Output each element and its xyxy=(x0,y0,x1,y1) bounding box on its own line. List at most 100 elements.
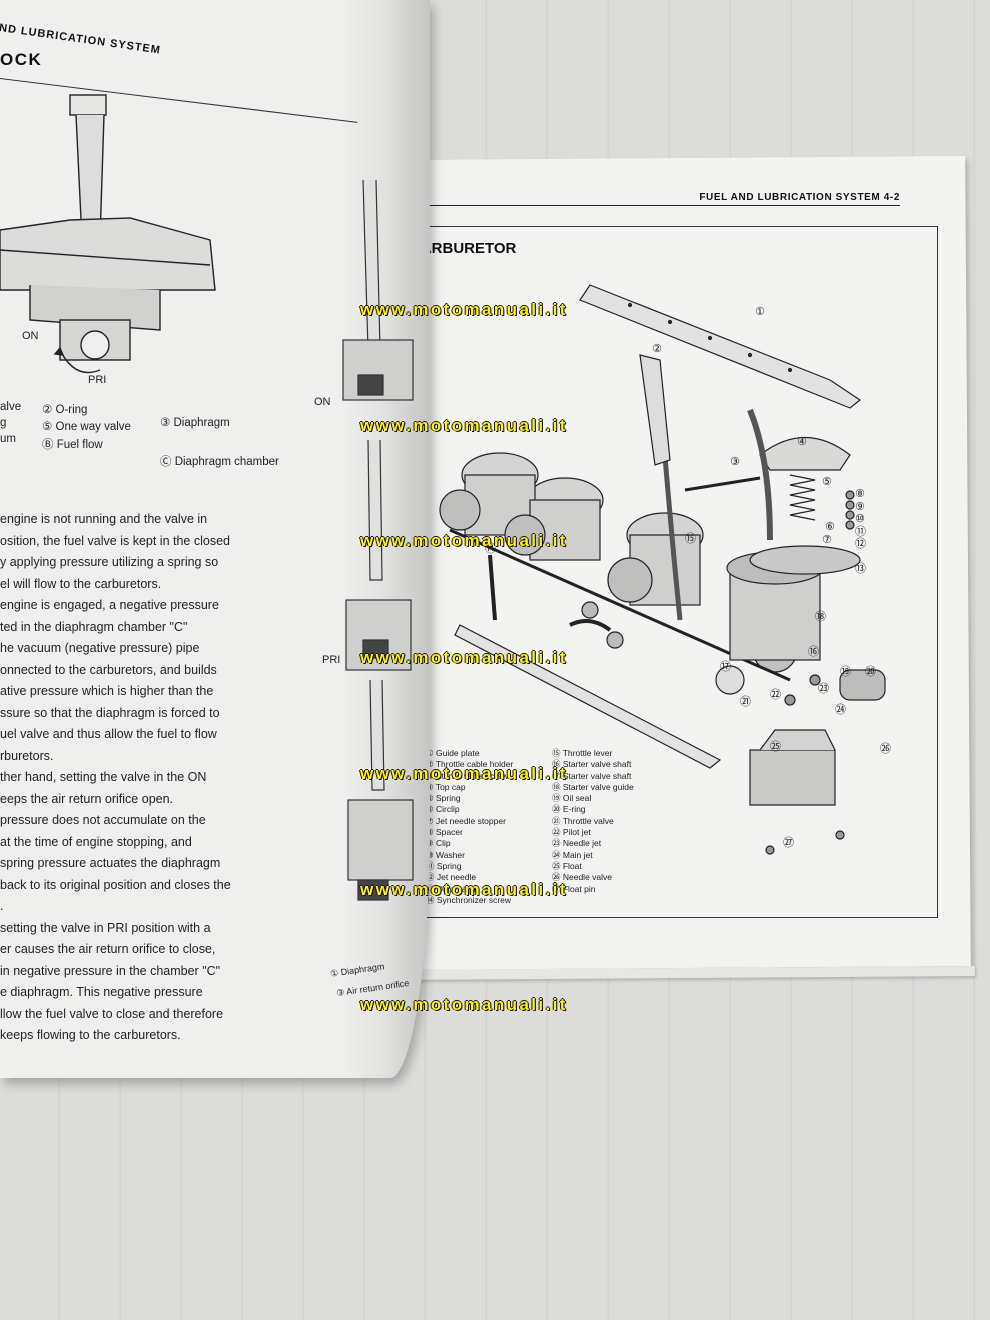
list-item: ⑯ Starter valve shaft xyxy=(552,759,632,770)
list-item: ③ Starter valve screw xyxy=(426,770,509,781)
watermark: www.motomanuali.it xyxy=(360,764,568,783)
list-item: ② Throttle cable holder xyxy=(426,759,514,770)
text-line: er causes the air return orifice to clos… xyxy=(0,942,216,956)
callout-13: ⑬ xyxy=(855,562,866,575)
callout-18: ⑱ xyxy=(815,610,826,623)
legend-item: um xyxy=(0,433,16,445)
right-page-header: FUEL AND LUBRICATION SYSTEM 4-2 xyxy=(699,192,900,203)
list-item: ㉔ Main jet xyxy=(552,849,593,860)
callout-23: ㉓ xyxy=(818,682,829,695)
list-item: ㉗ Float pin xyxy=(552,883,596,894)
text-line: he vacuum (negative pressure) pipe xyxy=(0,641,200,655)
left-page: ND LUBRICATION SYSTEM OCK ON PRI alve ② … xyxy=(0,0,430,1078)
list-item: ⑫ Jet needle xyxy=(426,872,477,883)
watermark: www.motomanuali.it xyxy=(360,531,568,550)
text-line: back to its original position and closes… xyxy=(0,877,231,892)
text-line: . xyxy=(0,899,4,913)
text-line: ted in the diaphragm chamber "C" xyxy=(0,619,188,634)
list-item: ⑳ E-ring xyxy=(552,804,586,815)
callout-20: ⑳ xyxy=(865,665,876,678)
text-line: y applying pressure utilizing a spring s… xyxy=(0,555,219,569)
list-item: ⑱ Starter valve guide xyxy=(552,781,634,792)
callout-8: ⑧ xyxy=(855,487,865,500)
callout-17: ⑰ xyxy=(720,660,731,673)
text-line: el will flow to the carburetors. xyxy=(0,576,162,591)
watermark: www.motomanuali.it xyxy=(360,648,568,667)
callout-21: ㉑ xyxy=(740,695,751,708)
text-line: rburetors. xyxy=(0,748,54,763)
callout-3: ③ xyxy=(730,455,740,468)
legend-item: ③ Diaphragm xyxy=(160,417,230,429)
body-text: engine is not running and the valve in o… xyxy=(0,510,300,1048)
text-line: engine is engaged, a negative pressure xyxy=(0,598,219,612)
callout-19: ⑲ xyxy=(840,665,851,678)
text-line: ative pressure which is higher than the xyxy=(0,684,214,698)
fig-label-on-side: ON xyxy=(314,396,331,408)
callout-25: ㉕ xyxy=(770,740,781,753)
callout-26: ㉖ xyxy=(880,742,891,755)
text-line: llow the fuel valve to close and therefo… xyxy=(0,1006,224,1021)
callout-5: ⑤ xyxy=(822,475,832,488)
callout-4: ④ xyxy=(797,435,807,448)
list-item: ⑮ Throttle lever xyxy=(552,748,613,758)
list-item: ㉑ Throttle valve xyxy=(552,815,614,826)
list-item: ⑪ Spring xyxy=(426,860,462,871)
callout-1: ① xyxy=(755,305,765,318)
watermark: www.motomanuali.it xyxy=(360,880,568,899)
callout-12: ⑫ xyxy=(855,537,866,550)
fuel-cock-diagram xyxy=(0,94,216,374)
list-item: ⑥ Circlip xyxy=(426,804,460,815)
text-line: pressure does not accumulate on the xyxy=(0,813,206,827)
list-item: ⑦ Jet needle stopper xyxy=(426,815,506,826)
legend-item: alve xyxy=(0,401,22,413)
callout-24: ㉔ xyxy=(835,703,846,716)
carburetor-exploded-diagram: ① ② ③ ④ ⑤ ⑥ ⑦ ⑧ ⑨ ⑩ ⑪ ⑫ ⑬ ⑭ ⑮ ⑯ ⑰ ⑱ ⑲ ⑳ … xyxy=(439,284,891,855)
callout-14: ⑭ xyxy=(485,542,496,555)
list-item: ⑤ Spring xyxy=(426,793,461,804)
list-item: ① Guide plate xyxy=(426,748,480,758)
watermark: www.motomanuali.it xyxy=(360,416,568,435)
text-line: at the time of engine stopping, and xyxy=(0,834,192,849)
text-line: osition, the fuel valve is kept in the c… xyxy=(0,533,230,548)
text-line: uel valve and thus allow the fuel to flo… xyxy=(0,727,217,741)
callout-10: ⑩ xyxy=(855,512,865,525)
callout-7: ⑦ xyxy=(822,533,832,546)
text-line: spring pressure actuates the diaphragm xyxy=(0,856,221,870)
text-line: onnected to the carburetors, and builds xyxy=(0,662,217,677)
legend-item: Ⓑ Fuel flow xyxy=(42,439,103,451)
list-item: ⑩ Washer xyxy=(426,849,465,860)
list-item: ⑲ Oil seal xyxy=(552,793,592,804)
list-item: ㉒ Pilot jet xyxy=(552,827,591,838)
text-line: ssure so that the diaphragm is forced to xyxy=(0,705,220,720)
parts-list-col-1: ① Guide plate ② Throttle cable holder ③ … xyxy=(426,748,513,906)
fig-label-on: ON xyxy=(22,330,39,342)
list-item: ④ Top cap xyxy=(426,781,466,792)
fig-label-pri: PRI xyxy=(88,374,107,386)
callout-6: ⑥ xyxy=(825,520,835,533)
callout-22: ㉒ xyxy=(770,688,781,701)
parts-list-col-2: ⑮ Throttle lever ⑯ Starter valve shaft ⑰… xyxy=(552,748,634,895)
list-item: ㉖ Needle valve xyxy=(552,872,613,883)
text-line: engine is not running and the valve in xyxy=(0,512,208,526)
list-item: ⑭ Synchronizer screw xyxy=(426,894,512,905)
list-item: ㉕ Float xyxy=(552,860,582,871)
text-line: keeps flowing to the carburetors. xyxy=(0,1028,181,1042)
text-line: setting the valve in PRI position with a xyxy=(0,920,211,935)
legend-item: Ⓒ Diaphragm chamber xyxy=(160,456,279,468)
legend-item: ⑤ One way valve xyxy=(42,421,131,433)
list-item: ⑰ Starter valve shaft xyxy=(552,770,632,781)
valve-cutaway-diagram xyxy=(342,180,414,901)
callout-15: ⑮ xyxy=(685,532,696,545)
callout-2: ② xyxy=(652,342,662,355)
callout-16: ⑯ xyxy=(808,645,819,658)
text-line: e diaphragm. This negative pressure xyxy=(0,985,203,999)
fig-label-pri-side: PRI xyxy=(322,654,341,666)
legend-item: g xyxy=(0,417,7,429)
carburetor-title: CARBURETOR xyxy=(410,240,517,257)
text-line: in negative pressure in the chamber "C" xyxy=(0,963,221,978)
callout-27: ㉗ xyxy=(783,836,794,849)
list-item: ⑨ Clip xyxy=(426,838,451,849)
text-line: ther hand, setting the valve in the ON xyxy=(0,770,207,784)
left-section-title: OCK xyxy=(0,50,43,69)
callout-11: ⑪ xyxy=(855,525,866,538)
